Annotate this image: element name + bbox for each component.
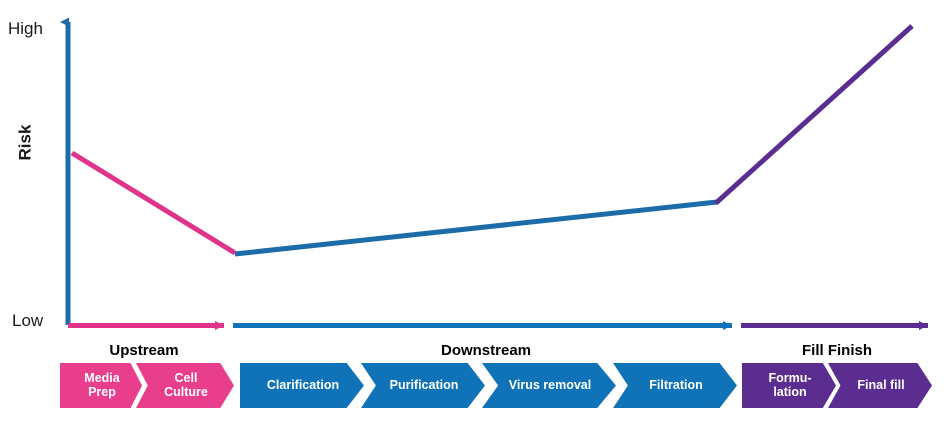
process-step-virus-removal[interactable]: Virus removal — [482, 363, 616, 408]
risk-line-upstream — [70, 150, 237, 256]
process-step-label: Media Prep — [84, 371, 120, 399]
process-step-cell-culture[interactable]: Cell Culture — [136, 363, 234, 408]
process-step-label: Cell Culture — [164, 371, 208, 399]
y-axis-low-label: Low — [12, 311, 44, 330]
process-step-purification[interactable]: Purification — [361, 363, 485, 408]
process-step-label: Virus removal — [508, 377, 592, 392]
process-step-filtration[interactable]: Filtration — [613, 363, 737, 408]
risk-line-downstream — [234, 199, 718, 257]
stage-heading-downstream: Downstream — [440, 342, 532, 359]
y-axis-high-label: High — [8, 19, 43, 38]
process-step-final-fill[interactable]: Final fill — [828, 363, 932, 408]
process-step-clarification[interactable]: Clarification — [240, 363, 364, 408]
process-step-label: Formu- lation — [768, 371, 812, 399]
process-step-label: Filtration — [649, 377, 703, 392]
process-step-formulation[interactable]: Formu- lation — [742, 363, 836, 408]
process-step-label: Purification — [389, 377, 459, 392]
stage-heading-fillfinish: Fill Finish — [802, 342, 872, 359]
process-chevron-row: Media Prep Cell Culture Clarification Pu… — [0, 363, 950, 408]
process-step-label: Clarification — [266, 377, 340, 392]
process-step-label: Final fill — [857, 377, 905, 392]
y-axis-title: Risk — [15, 124, 35, 161]
stage-heading-upstream: Upstream — [109, 342, 179, 359]
process-step-media-prep[interactable]: Media Prep — [60, 363, 142, 408]
risk-line-fillfinish — [714, 24, 914, 205]
